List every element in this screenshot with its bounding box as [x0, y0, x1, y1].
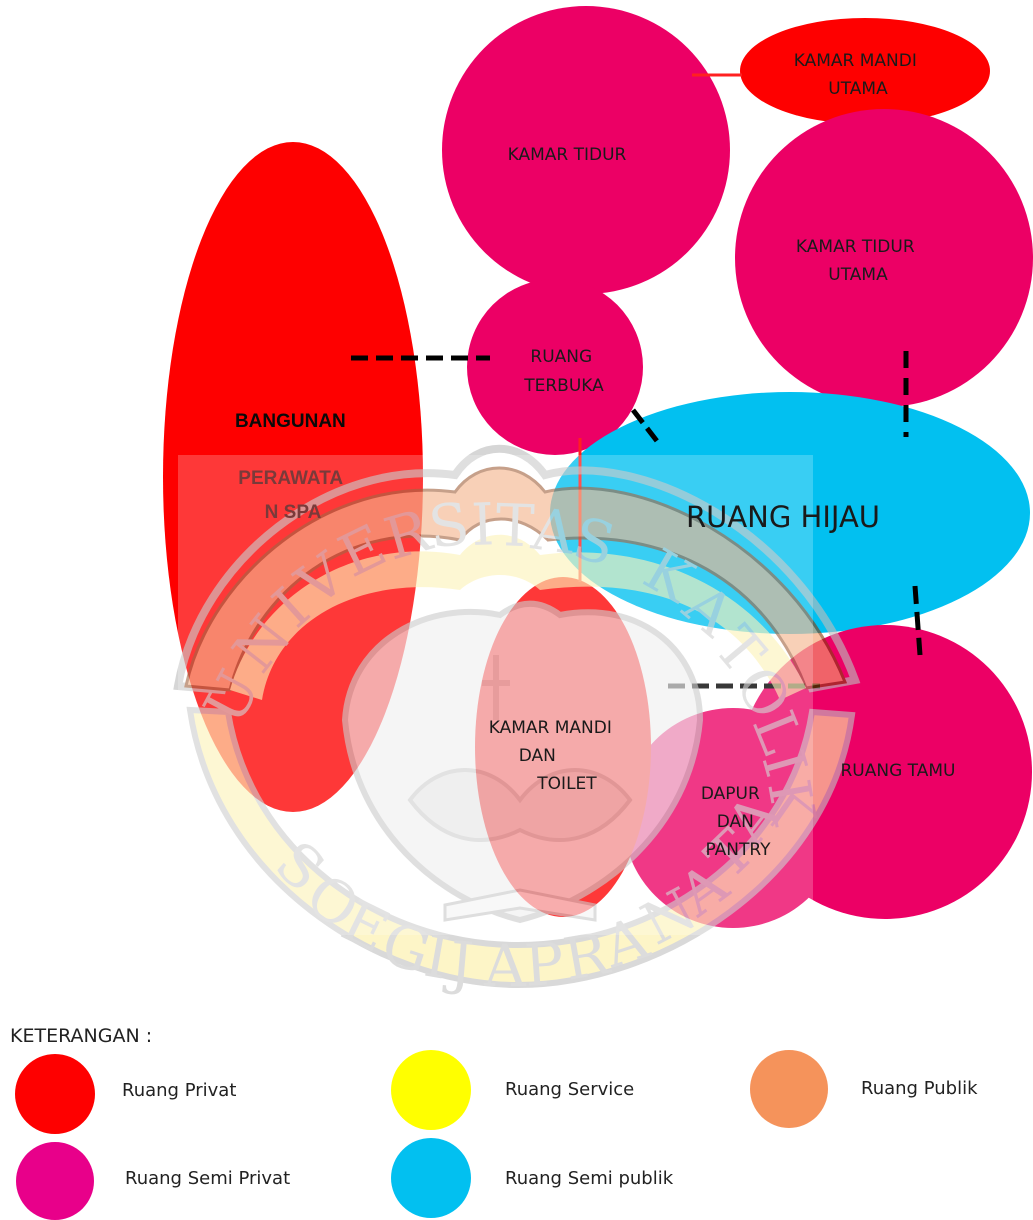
- label-dapur-dan-pantry: DAPUR DAN PANTRY: [701, 784, 771, 860]
- seal-lower-ring: [186, 706, 856, 989]
- bubble-kamar-tidur[interactable]: [442, 6, 730, 294]
- watermark-seal: U N I V E R S I T A S K A T O L I K S O …: [173, 444, 861, 1000]
- bubble-kamar-tidur-utama[interactable]: [735, 109, 1033, 407]
- seal-inner-swirl: [407, 768, 633, 842]
- label-bangunan-perawatan-spa: BANGUNAN PERAWATA N SPA: [235, 411, 351, 523]
- seal-inner-shield: [341, 600, 704, 924]
- legend-label-semi-privat: Ruang Semi Privat: [125, 1168, 290, 1189]
- watermark-overlay: [178, 455, 813, 935]
- link-ruang-terbuka-to-ruang-hijau: [631, 408, 662, 447]
- legend-label-privat: Ruang Privat: [122, 1080, 236, 1101]
- seal-book-icon: [443, 888, 597, 922]
- seal-letter: I: [470, 490, 495, 559]
- label-kamar-mandi-utama: KAMAR MANDI UTAMA: [794, 51, 923, 99]
- seal-cross-icon: [482, 655, 510, 720]
- legend-swatch-publik: [750, 1050, 828, 1128]
- seal-orange-band: [184, 466, 848, 692]
- legend-title: KETERANGAN :: [10, 1025, 152, 1047]
- legend-swatch-privat: [15, 1054, 95, 1134]
- legend-swatch-semi-publik: [391, 1138, 471, 1218]
- bubble-ruang-terbuka[interactable]: [467, 279, 643, 455]
- label-ruang-hijau: RUANG HIJAU: [686, 500, 880, 534]
- label-kamar-tidur-utama: KAMAR TIDUR UTAMA: [796, 237, 920, 285]
- legend-label-service: Ruang Service: [505, 1079, 634, 1100]
- legend-label-publik: Ruang Publik: [861, 1078, 978, 1099]
- seal-letter: P: [522, 929, 566, 1000]
- legend-swatch-semi-privat: [16, 1142, 94, 1220]
- seal-letter: A: [483, 932, 527, 1000]
- legend-label-semi-publik: Ruang Semi publik: [505, 1168, 674, 1189]
- bubble-kamar-mandi-utama[interactable]: [740, 18, 990, 124]
- link-ruang-hijau-to-ruang-tamu: [912, 585, 923, 656]
- legend: KETERANGAN : Ruang Privat Ruang Service …: [10, 1025, 978, 1220]
- seal-cream-band: [230, 534, 806, 700]
- label-kamar-tidur: KAMAR TIDUR: [508, 145, 627, 165]
- label-ruang-terbuka: RUANG TERBUKA: [523, 347, 604, 396]
- legend-swatch-service: [391, 1050, 471, 1130]
- seal-letter: T: [495, 491, 536, 560]
- label-ruang-tamu: RUANG TAMU: [841, 761, 956, 781]
- label-kamar-mandi-dan-toilet: KAMAR MANDI DAN TOILET: [489, 718, 618, 794]
- seal-letter: S: [424, 489, 473, 562]
- seal-lettering: U N I V E R S I T A S K A T O L I K S O …: [190, 489, 829, 1000]
- bubble-labels: KAMAR MANDI UTAMA KAMAR TIDUR KAMAR TIDU…: [235, 51, 956, 860]
